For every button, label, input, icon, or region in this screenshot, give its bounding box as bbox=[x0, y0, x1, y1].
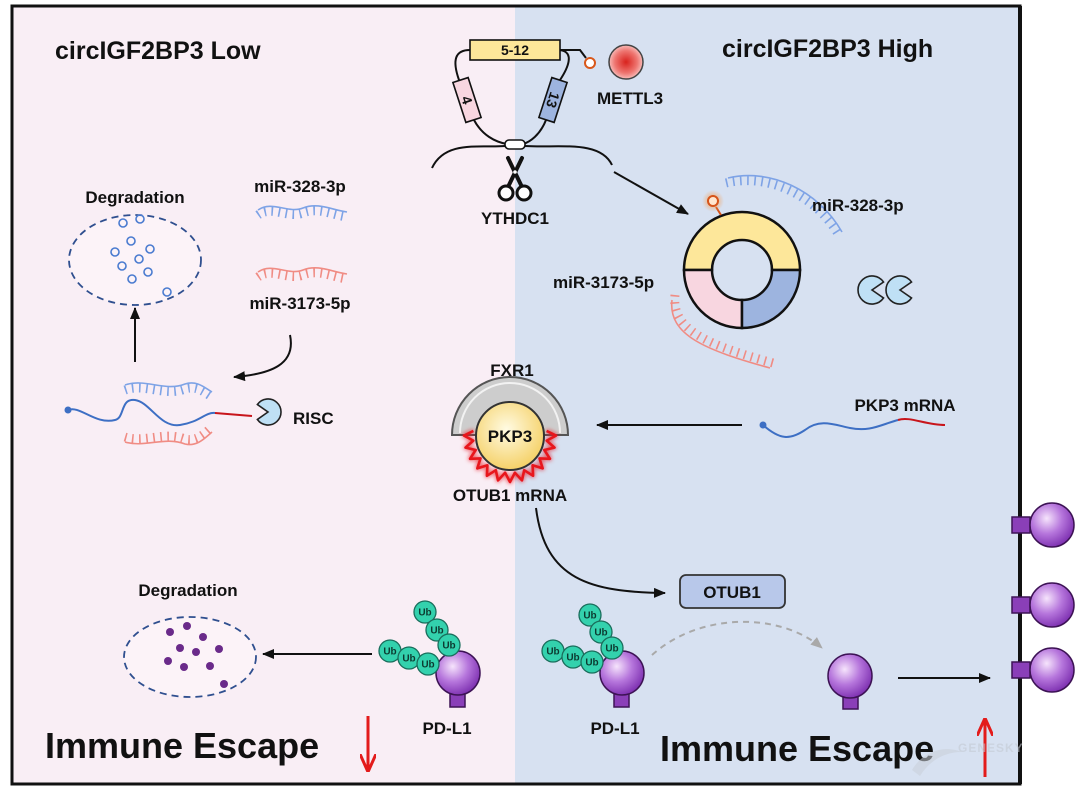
pkp3-mrna-label: PKP3 mRNA bbox=[854, 396, 955, 415]
connector-left-top bbox=[454, 49, 471, 81]
mir-328-label-high: miR-328-3p bbox=[812, 196, 904, 215]
svg-text:Ub: Ub bbox=[605, 644, 618, 655]
pdl1-label-low: PD-L1 bbox=[422, 719, 471, 738]
svg-text:Ub: Ub bbox=[383, 647, 396, 658]
degraded-pdl1-fragments bbox=[164, 622, 228, 688]
svg-text:Ub: Ub bbox=[594, 628, 607, 639]
ubiquitin-icon: Ub bbox=[416, 652, 440, 676]
degraded-mirna-fragments bbox=[110, 214, 172, 297]
risc-pacman-icon bbox=[857, 275, 885, 305]
m6a-lollipop-icon bbox=[584, 57, 596, 69]
ring-segment-5-12 bbox=[682, 210, 802, 272]
pd-l1-receptor-icon bbox=[1011, 582, 1075, 628]
watermark-logo: GENESKY bbox=[912, 741, 1024, 776]
pkp3-label: PKP3 bbox=[488, 427, 532, 446]
connector-left-bottom bbox=[473, 119, 508, 145]
mir-3173-free-strand bbox=[255, 267, 348, 284]
otub1-box: OTUB1 bbox=[679, 574, 786, 609]
otub1-mrna-label: OTUB1 mRNA bbox=[453, 486, 567, 505]
junction-bridge bbox=[504, 139, 526, 150]
scissors-icon bbox=[497, 156, 533, 202]
ubiquitin-icon: Ub bbox=[378, 639, 402, 663]
circrna-structure bbox=[431, 49, 613, 169]
mir-3173-label-high: miR-3173-5p bbox=[553, 273, 654, 292]
mir-328-sponged-strand bbox=[724, 174, 844, 240]
fxr1-label: FXR1 bbox=[490, 361, 533, 380]
ubiquitin-chain-low: Ub Ub Ub Ub Ub Ub bbox=[378, 600, 461, 676]
membrane-pd-l1 bbox=[1011, 502, 1075, 693]
pd-l1-receptor-icon bbox=[827, 653, 873, 710]
pkp3-protein bbox=[475, 401, 545, 471]
ring-m6a-lollipop-icon bbox=[702, 190, 724, 216]
title-low: circIGF2BP3 Low bbox=[55, 37, 261, 65]
svg-text:Ub: Ub bbox=[585, 658, 598, 669]
ubiquitin-icon: Ub bbox=[413, 600, 437, 624]
mir-328-label-low: miR-328-3p bbox=[254, 177, 346, 196]
immune-escape-high: Immune Escape bbox=[660, 728, 934, 769]
svg-text:Ub: Ub bbox=[430, 626, 443, 637]
exon-5-12-box: 5-12 bbox=[469, 39, 561, 61]
ubiquitin-icon: Ub bbox=[541, 639, 565, 663]
mir-3173-label-low: miR-3173-5p bbox=[249, 294, 350, 313]
exon-4-box: 4 bbox=[451, 76, 483, 124]
svg-text:Ub: Ub bbox=[402, 654, 415, 665]
degradation-pdl1-label: Degradation bbox=[138, 581, 237, 600]
risc-pacman-icon bbox=[256, 398, 282, 426]
pkp3-activation-glow bbox=[462, 429, 558, 484]
pdl1-label-high: PD-L1 bbox=[590, 719, 639, 738]
arrow-to-circrna bbox=[613, 171, 689, 215]
pd-l1-receptor-icon bbox=[435, 650, 481, 708]
watermark-brand: GENESKY bbox=[958, 741, 1024, 755]
exon-13-label: 13 bbox=[543, 90, 563, 110]
flank-left bbox=[431, 145, 506, 169]
svg-text:Ub: Ub bbox=[421, 660, 434, 671]
mir-328-free-strand bbox=[255, 205, 348, 222]
immune-escape-low: Immune Escape bbox=[45, 725, 319, 766]
svg-text:Ub: Ub bbox=[546, 647, 559, 658]
circigf2bp3-ring bbox=[682, 210, 802, 330]
ubiquitin-icon: Ub bbox=[600, 636, 624, 660]
mrna-cap bbox=[64, 406, 72, 414]
svg-text:Ub: Ub bbox=[583, 611, 596, 622]
degradation-pdl1-compartment bbox=[123, 616, 257, 698]
arrow-deubiquitination bbox=[651, 620, 823, 656]
risc-pacman-icon bbox=[885, 275, 913, 305]
mettl3-icon bbox=[608, 44, 644, 80]
exon-13-box: 13 bbox=[537, 76, 569, 124]
ubiquitin-icon: Ub bbox=[580, 650, 604, 674]
ubiquitin-icon: Ub bbox=[578, 603, 602, 627]
svg-text:Ub: Ub bbox=[442, 641, 455, 652]
ubiquitin-chain-high: Ub Ub Ub Ub Ub Ub bbox=[541, 603, 624, 674]
svg-text:Ub: Ub bbox=[566, 653, 579, 664]
pd-l1-receptor-icon bbox=[1011, 502, 1075, 548]
svg-text:Ub: Ub bbox=[418, 608, 431, 619]
pd-l1-receptor-icon bbox=[599, 650, 645, 708]
risc-mrna-complex bbox=[64, 382, 253, 446]
pkp3-mrna-strand bbox=[759, 418, 946, 438]
connector-mettl3 bbox=[560, 49, 587, 59]
target-mrna-strand bbox=[67, 398, 216, 427]
title-high: circIGF2BP3 High bbox=[722, 35, 933, 63]
otub1-label: OTUB1 bbox=[703, 583, 761, 602]
mir-3173-sponged-strand bbox=[670, 294, 775, 369]
ring-segment-13 bbox=[740, 268, 802, 330]
risc-label: RISC bbox=[293, 409, 334, 428]
pd-l1-receptor-icon bbox=[1011, 647, 1075, 693]
ythdc1-label: YTHDC1 bbox=[481, 209, 549, 228]
target-mrna-tail bbox=[214, 412, 253, 417]
degradation-mirna-label: Degradation bbox=[85, 188, 184, 207]
arrow-to-otub1 bbox=[535, 507, 666, 598]
exon-5-12-label: 5-12 bbox=[501, 42, 529, 58]
flank-right bbox=[524, 145, 613, 166]
ubiquitin-icon: Ub bbox=[589, 620, 613, 644]
mettl3-label: METTL3 bbox=[597, 89, 663, 108]
ubiquitin-icon: Ub bbox=[437, 633, 461, 657]
arrow-to-risc bbox=[233, 334, 292, 382]
